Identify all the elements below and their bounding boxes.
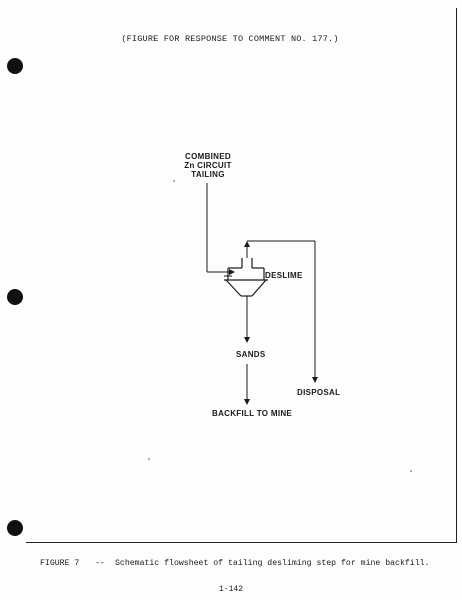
label-combined-line2: Zn CIRCUIT: [184, 161, 232, 170]
caption-figure-number: FIGURE 7: [40, 559, 80, 568]
punch-hole-bottom: [7, 520, 23, 536]
page-frame: [26, 8, 457, 543]
punch-hole-middle: [7, 289, 23, 305]
figure-caption: FIGURE 7 -- Schematic flowsheet of tailing…: [40, 559, 452, 568]
caption-dash: --: [95, 559, 105, 568]
label-disposal: DISPOSAL: [297, 388, 341, 397]
scan-speck: [148, 458, 150, 460]
header-note: (FIGURE FOR RESPONSE TO COMMENT NO. 177.…: [121, 34, 339, 44]
label-backfill: BACKFILL TO MINE: [212, 409, 293, 418]
label-combined-line1: COMBINED: [185, 152, 231, 161]
page-number: 1-142: [218, 585, 243, 594]
caption-text: Schematic flowsheet of tailing desliming…: [115, 559, 430, 568]
cyclone-deslime-icon: [224, 258, 268, 297]
feed-line: [206, 183, 235, 275]
scan-speck: [173, 180, 175, 182]
label-deslime: DESLIME: [265, 271, 303, 280]
label-combined-line3: TAILING: [191, 170, 225, 179]
label-sands: SANDS: [236, 350, 266, 359]
punch-hole-top: [7, 58, 23, 74]
overflow-line: [244, 240, 318, 383]
scan-speck: [410, 470, 412, 472]
label-combined-tailing: COMBINED Zn CIRCUIT TAILING: [178, 152, 238, 179]
